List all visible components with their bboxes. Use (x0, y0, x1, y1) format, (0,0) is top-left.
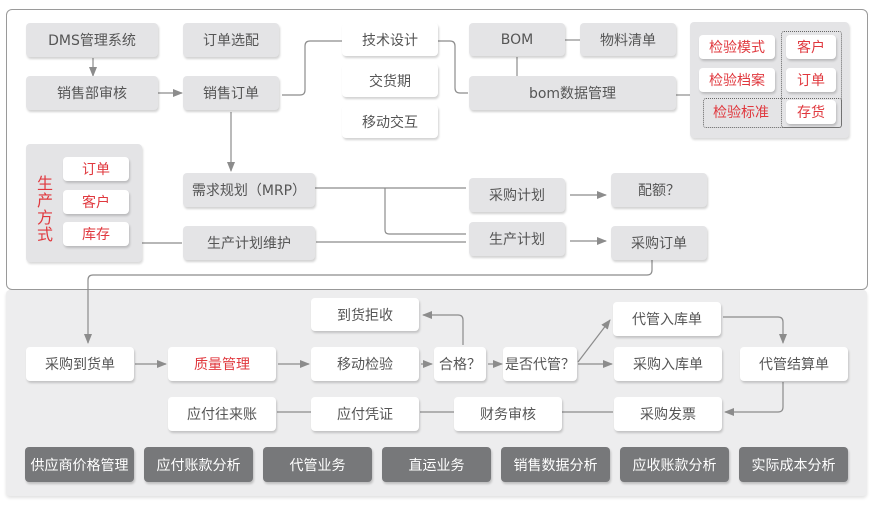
production-mode-order[interactable]: 订单 (63, 157, 129, 181)
node-material-list[interactable]: 物料清单 (580, 23, 676, 56)
node-purchase-inbound[interactable]: 采购入库单 (614, 347, 722, 381)
inspection-standard-border (703, 98, 842, 128)
node-sales-order[interactable]: 销售订单 (183, 76, 279, 110)
node-production-plan[interactable]: 生产计划 (469, 222, 565, 256)
production-mode-customer[interactable]: 客户 (63, 190, 129, 214)
inspection-item-mode[interactable]: 检验模式 (699, 35, 775, 59)
module-receivable-analysis[interactable]: 应收账款分析 (620, 447, 729, 482)
node-purchase-plan[interactable]: 采购计划 (469, 178, 565, 212)
node-production-plan-maint[interactable]: 生产计划维护 (183, 226, 315, 260)
module-sales-analysis[interactable]: 销售数据分析 (501, 447, 610, 482)
node-purchase-invoice[interactable]: 采购发票 (614, 397, 722, 431)
module-actual-cost[interactable]: 实际成本分析 (739, 447, 848, 482)
node-purchase-arrival[interactable]: 采购到货单 (26, 347, 134, 381)
node-bom[interactable]: BOM (469, 23, 565, 56)
module-supplier-price[interactable]: 供应商价格管理 (25, 447, 134, 482)
module-payable-analysis[interactable]: 应付账款分析 (144, 447, 253, 482)
inspection-tag-customer[interactable]: 客户 (786, 35, 836, 59)
node-sales-dept-review[interactable]: 销售部审核 (26, 76, 158, 110)
node-order-config[interactable]: 订单选配 (183, 23, 279, 57)
module-direct-shipping[interactable]: 直运业务 (382, 447, 491, 482)
node-qualified[interactable]: 合格？ (434, 347, 486, 381)
production-mode-label: 生产方式 (36, 174, 53, 244)
node-quota[interactable]: 配额？ (611, 173, 707, 207)
inspection-tag-inventory[interactable]: 存货 (786, 100, 836, 124)
node-dms[interactable]: DMS管理系统 (26, 23, 158, 57)
node-finance-review[interactable]: 财务审核 (454, 397, 562, 431)
inspection-item-standard[interactable]: 检验标准 (713, 105, 769, 121)
node-bom-data-mgmt[interactable]: bom数据管理 (469, 76, 676, 110)
node-mobile-interaction[interactable]: 移动交互 (342, 105, 438, 138)
node-delivery-period[interactable]: 交货期 (342, 64, 438, 97)
node-consignment-inbound[interactable]: 代管入库单 (613, 302, 721, 336)
inspection-item-archive[interactable]: 检验档案 (699, 68, 775, 92)
node-mrp[interactable]: 需求规划（MRP） (183, 173, 315, 207)
node-payable-voucher[interactable]: 应付凭证 (311, 397, 419, 431)
module-consignment[interactable]: 代管业务 (263, 447, 372, 482)
production-mode-inventory[interactable]: 库存 (63, 222, 129, 246)
node-consignment-check[interactable]: 是否代管？ (503, 347, 577, 381)
inspection-tag-order[interactable]: 订单 (786, 68, 836, 92)
node-payable-account[interactable]: 应付往来账 (168, 397, 276, 431)
node-tech-design[interactable]: 技术设计 (342, 23, 438, 56)
node-consignment-settlement[interactable]: 代管结算单 (740, 347, 848, 381)
node-goods-rejection[interactable]: 到货拒收 (311, 298, 419, 331)
node-mobile-inspection[interactable]: 移动检验 (311, 347, 419, 381)
node-purchase-order[interactable]: 采购订单 (611, 226, 707, 260)
node-quality-mgmt[interactable]: 质量管理 (168, 347, 276, 381)
